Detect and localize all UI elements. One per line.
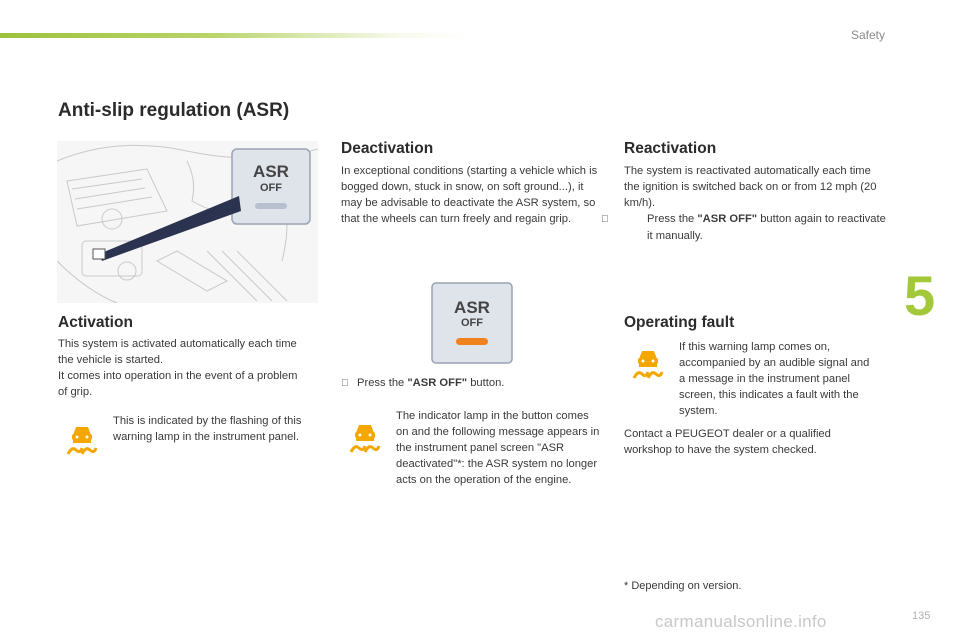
reactivation-body: The system is reactivated automatically … [624,165,877,209]
illus-asr-label: ASR [253,162,289,181]
fault-heading: Operating fault [624,314,735,331]
activation-intro: This system is activated automatically e… [58,338,298,398]
chapter-number: 5 [904,264,936,327]
footnote: * Depending on version. [624,580,742,592]
fault-contact: Contact a PEUGEOT dealer or a qualified … [624,428,831,456]
deactivation-heading: Deactivation [341,140,434,157]
page-title: Anti-slip regulation (ASR) [58,100,290,121]
reactivation-heading: Reactivation [624,140,717,157]
traction-warning-icon [630,345,666,381]
step-arrow-icon:  [601,212,647,228]
watermark: carmanualsonline.info [655,612,827,631]
deactivation-body: In exceptional conditions (starting a ve… [341,165,598,225]
button-off-label: OFF [461,317,483,329]
illus-off-label: OFF [260,182,282,194]
deactivation-indicator-note: The indicator lamp in the button comes o… [396,410,600,486]
activation-lamp-note: This is indicated by the flashing of thi… [113,415,302,443]
page-number: 135 [912,610,931,622]
section-tag: Safety [850,28,885,42]
traction-warning-icon [347,419,383,455]
dashboard-illustration: ASR OFF [56,141,319,304]
traction-warning-icon [64,421,100,457]
fault-lamp-note: If this warning lamp comes on, accompani… [679,341,870,417]
activation-heading: Activation [58,314,133,331]
button-asr-label: ASR [454,298,490,317]
reactivation-step: Press the "ASR OFF" button again to rea… [601,211,887,244]
asr-off-button: ASR OFF [431,282,513,364]
deactivation-step: Press the "ASR OFF" button. [341,375,603,392]
step-arrow-icon:  [341,376,357,392]
header-accent-bar [0,33,470,38]
